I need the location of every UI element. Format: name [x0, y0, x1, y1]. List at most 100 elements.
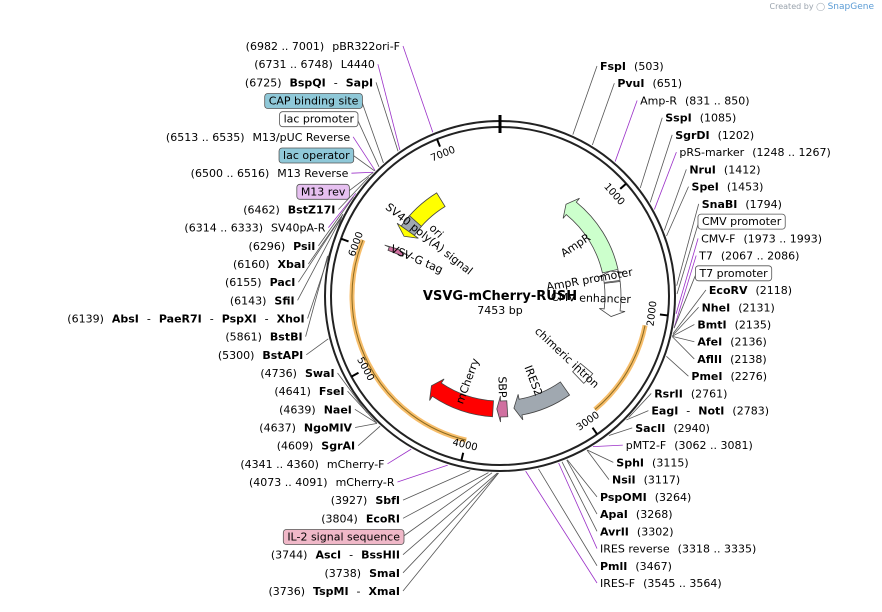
site-position: (1412) [724, 163, 761, 176]
guide-left_labels-21 [355, 422, 378, 428]
feature-tag-box [278, 147, 355, 164]
site-position: (1202) [718, 129, 755, 142]
site-position: - [147, 313, 151, 326]
feature-ampr-promoter [598, 270, 624, 283]
enzyme-name: SphI [616, 456, 644, 469]
feature-tag: lac promoter [284, 113, 355, 126]
tick-mark-4000 [460, 452, 465, 461]
enzyme-name: AfeI [697, 336, 722, 349]
site-position: (3268) [636, 508, 673, 521]
enzyme-name: NsiI [612, 474, 636, 487]
guide-left_labels-16 [305, 255, 328, 337]
site-label-left_labels-0: (6982 .. 7001)pBR322ori-F [246, 40, 400, 53]
enzyme-name: PspOMI [600, 491, 647, 504]
enzyme-name: RsrII [654, 387, 683, 400]
site-label-right_labels-22: pMT2-F(3062 .. 3081) [626, 439, 753, 452]
site-position: (5861) [225, 331, 262, 344]
site-position: - [334, 76, 338, 89]
orf-arc-line-0 [594, 325, 646, 410]
enzyme-name: PacI [270, 276, 296, 289]
enzyme-name: BstZ17I [288, 204, 336, 217]
site-label-left_labels-6: lac operator [278, 147, 355, 164]
site-label-right_labels-15: BmtI(2135) [697, 319, 771, 332]
site-label-left_labels-23: (4341 .. 4360)mCherry-F [240, 458, 384, 471]
feature-chimeric-intron [572, 362, 594, 384]
feature-sv40-poly-a-signal [400, 215, 422, 236]
site-position: (3736) [268, 585, 305, 598]
site-position: (1973 .. 1993) [743, 232, 822, 245]
enzyme-name: SapI [346, 76, 373, 89]
feature-tag-box [264, 93, 363, 109]
site-position: pMT2-F [626, 439, 667, 452]
site-position: (6731 .. 6748) [254, 58, 333, 71]
site-label-left_labels-7: (6500 .. 6516)M13 Reverse [191, 167, 349, 180]
site-position: (1248 .. 1267) [752, 146, 831, 159]
site-position: (3804) [321, 512, 358, 525]
guide-right_labels-5 [654, 152, 677, 210]
site-position: - [357, 585, 361, 598]
site-position: - [686, 405, 690, 418]
site-position: (831 .. 850) [685, 94, 750, 107]
guide-left_labels-23 [387, 448, 412, 465]
site-label-left_labels-3: CAP binding site [264, 93, 363, 109]
site-position: - [349, 549, 353, 562]
guide-right_labels-19 [628, 393, 652, 418]
site-label-right_labels-8: SnaBI(1794) [702, 198, 782, 211]
tick-mark-5000 [350, 371, 359, 378]
site-label-right_labels-1: PvuI(651) [617, 77, 682, 90]
site-position: (503) [634, 60, 664, 73]
site-position: mCherry-F [327, 458, 385, 471]
guide-right_labels-15 [672, 324, 695, 337]
enzyme-name: SgrDI [675, 129, 709, 142]
snapgene-logo-icon: ◯ [816, 2, 826, 11]
enzyme-name: AvrII [600, 525, 629, 538]
orange-arcs [349, 239, 648, 443]
site-label-left_labels-13: (6155)PacI [225, 276, 295, 289]
enzyme-name: SfiI [274, 294, 294, 307]
site-label-left_labels-24: (4073 .. 4091)mCherry-R [249, 476, 395, 489]
enzyme-name: EcoRI [366, 512, 400, 525]
tick-mark-6000 [340, 237, 349, 243]
site-position: (651) [652, 77, 682, 90]
site-label-right_labels-5: pRS-marker(1248 .. 1267) [679, 146, 830, 159]
site-position: (2136) [730, 336, 767, 349]
guide-left_labels-0 [402, 45, 434, 133]
site-position: (6500 .. 6516) [191, 167, 270, 180]
site-position: IRES-F [600, 577, 635, 590]
site-position: (2276) [730, 370, 767, 383]
guide-left_labels-3 [361, 100, 384, 163]
site-label-right_labels-4: SgrDI (1202) [675, 129, 754, 142]
site-label-right_labels-2: Amp-R(831 .. 850) [640, 94, 749, 107]
site-label-left_labels-27: IL-2 signal sequence [282, 529, 405, 545]
guide-right_labels-11 [673, 255, 697, 328]
feature-vsv-g-tag [384, 244, 409, 257]
guide-left_labels-22 [357, 425, 381, 446]
site-position: (6513 .. 6535) [166, 131, 245, 144]
site-label-left_labels-22: (4609)SgrAI [277, 440, 355, 453]
site-label-left_labels-4: lac promoter [279, 111, 359, 128]
feature-label-3: CMV enhancer [551, 291, 632, 306]
enzyme-name: NaeI [324, 403, 352, 416]
guide-left_labels-19 [347, 390, 377, 424]
guide-right_labels-24 [586, 449, 610, 480]
site-position: (1453) [727, 181, 764, 194]
site-label-left_labels-12: (6160)XbaI [233, 258, 305, 271]
tick-label-4000: 4000 [451, 437, 478, 454]
tick-label-1000: 1000 [601, 181, 626, 207]
feature-ampr [562, 197, 619, 274]
guide-left_labels-24 [397, 464, 448, 483]
site-position: (5300) [218, 349, 255, 362]
guide-left_labels-4 [356, 118, 380, 167]
guide-left_labels-9 [338, 176, 370, 210]
site-position: (3302) [637, 525, 674, 538]
site-position: (6143) [230, 294, 267, 307]
guide-right_labels-22 [592, 444, 623, 448]
enzyme-name: BspQI [290, 76, 326, 89]
enzyme-name: TspMI [313, 585, 349, 598]
feature-label-1: AmpR [558, 231, 593, 260]
site-position: (6296) [249, 240, 286, 253]
site-position: (1085) [700, 112, 737, 125]
site-label-left_labels-21: (4637)NgoMIV [259, 422, 352, 435]
site-position: pBR322ori-F [332, 40, 400, 53]
